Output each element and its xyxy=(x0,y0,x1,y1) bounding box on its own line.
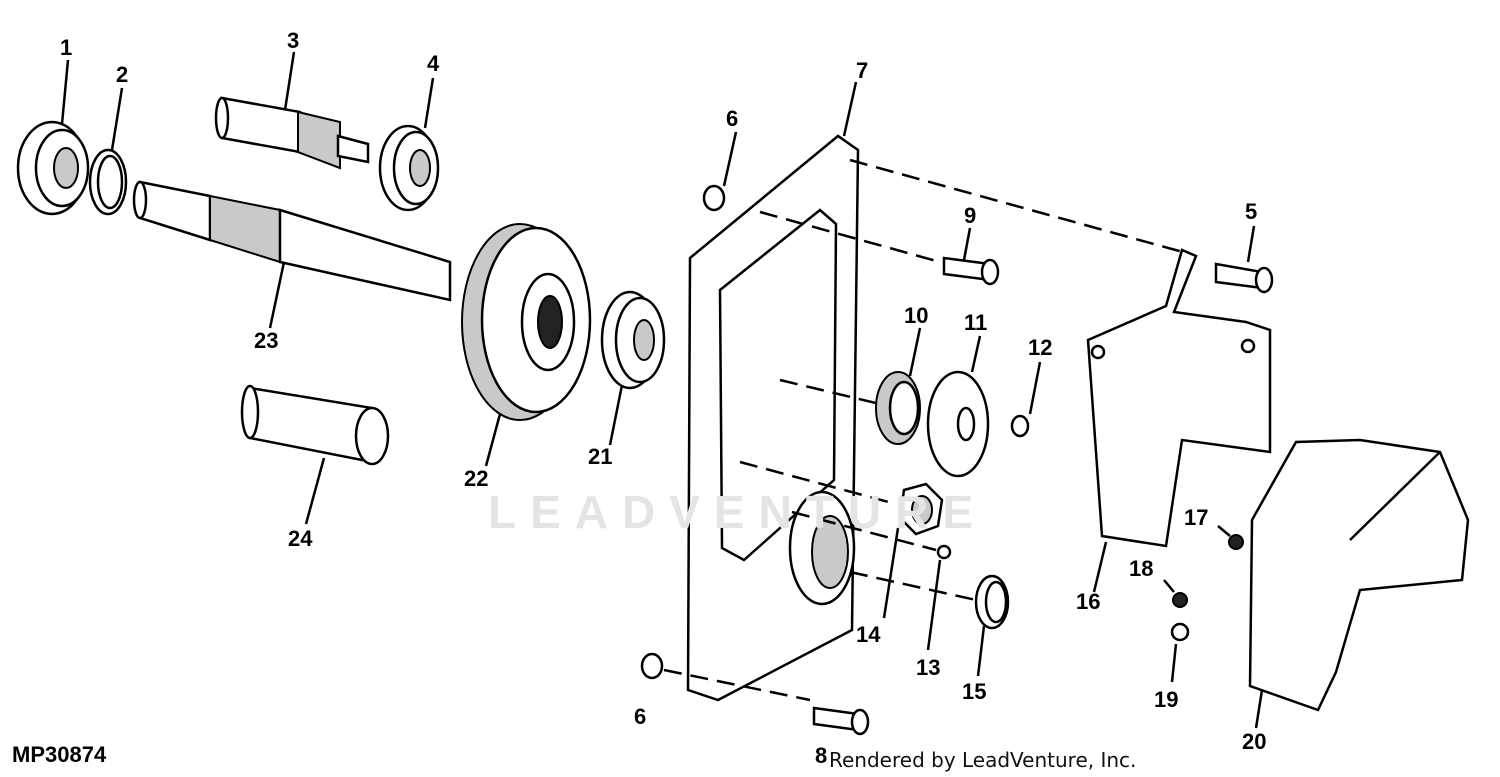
callout-10: 10 xyxy=(904,303,929,328)
callout-18: 18 xyxy=(1129,556,1154,581)
main-shaft-23 xyxy=(132,180,452,329)
callout-1: 1 xyxy=(60,35,73,60)
callout-17: 17 xyxy=(1184,505,1209,530)
callout-12: 12 xyxy=(1028,335,1053,360)
callout-23: 23 xyxy=(254,328,279,353)
screw-12 xyxy=(1010,361,1042,438)
callout-24: 24 xyxy=(288,526,313,551)
callout-15: 15 xyxy=(962,679,987,704)
seal-ring-15 xyxy=(849,570,1010,677)
callout-14: 14 xyxy=(856,622,881,647)
dowel-6-bottom xyxy=(640,652,811,702)
snap-ring-2 xyxy=(88,87,128,216)
callout-20: 20 xyxy=(1242,729,1267,754)
bolt-9 xyxy=(759,210,1000,286)
dowel-6-top xyxy=(702,131,738,212)
ball-13 xyxy=(791,510,952,651)
callout-19: 19 xyxy=(1154,687,1179,712)
callout-2: 2 xyxy=(116,62,129,87)
callout-4: 4 xyxy=(427,51,440,76)
callout-11: 11 xyxy=(964,310,988,335)
callout-7: 7 xyxy=(856,58,869,83)
callout-6-bottom: 6 xyxy=(634,704,647,729)
watermark-text: LEADVENTURE xyxy=(488,486,988,538)
bearing-1 xyxy=(16,59,90,216)
callout-8: 8 xyxy=(815,743,828,768)
diagram-id: MP30874 xyxy=(12,742,107,767)
bolt-8 xyxy=(812,706,870,736)
bolt-18 xyxy=(1163,579,1188,608)
nut-14 xyxy=(739,460,944,619)
gear-22 xyxy=(461,223,592,467)
seal-10 xyxy=(779,327,922,445)
callout-9: 9 xyxy=(964,203,977,228)
render-credit: Rendered by LeadVenture, Inc. xyxy=(829,748,1137,772)
nut-17 xyxy=(1217,525,1244,550)
callout-3: 3 xyxy=(287,28,300,53)
callout-21: 21 xyxy=(588,444,613,469)
callout-16: 16 xyxy=(1076,589,1101,614)
washer-plate-11 xyxy=(926,335,990,478)
callout-22: 22 xyxy=(464,466,489,491)
housing-plate-7 xyxy=(686,81,1191,702)
bearing-21 xyxy=(600,290,666,446)
bracket-16 xyxy=(1086,248,1272,593)
cover-20 xyxy=(1248,438,1470,729)
callout-13: 13 xyxy=(916,655,941,680)
callout-6-top: 6 xyxy=(726,106,739,131)
bolt-5 xyxy=(1214,225,1274,294)
bearing-4 xyxy=(378,77,440,212)
callout-5: 5 xyxy=(1245,199,1258,224)
nut-19 xyxy=(1170,622,1190,683)
pinion-shaft-3 xyxy=(214,51,370,170)
spacer-24 xyxy=(240,384,390,525)
